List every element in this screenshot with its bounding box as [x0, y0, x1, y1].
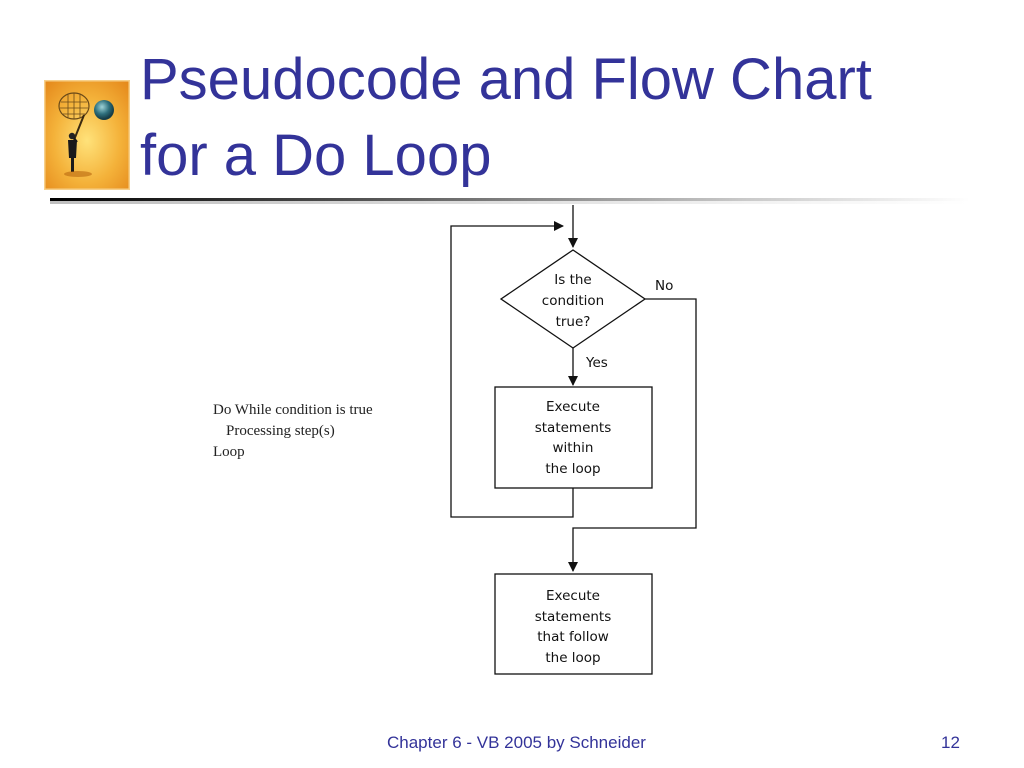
- slide-page-number: 12: [941, 733, 960, 752]
- no-label: No: [655, 278, 673, 294]
- pseudocode-line-loop: Loop: [213, 444, 245, 460]
- no-path: [568, 298, 697, 572]
- pseudocode-line-do-while: Do While condition is true: [213, 402, 373, 418]
- loop-back-path: [450, 221, 574, 518]
- slide-title: Pseudocode and Flow Chart for a Do Loop: [140, 42, 1000, 194]
- slide-title-line2: for a Do Loop: [140, 123, 492, 188]
- process-after-text-line3: that follow: [537, 629, 609, 645]
- process-after-text-line4: the loop: [545, 650, 600, 666]
- decision-text-line1: Is the: [554, 272, 591, 288]
- decision-text-line3: true?: [556, 314, 591, 330]
- process-loop-text-line2: statements: [535, 420, 612, 436]
- process-after-box: [494, 573, 653, 675]
- slide-footer: Chapter 6 - VB 2005 by Schneider: [387, 733, 646, 752]
- process-loop-text-line1: Execute: [546, 399, 600, 415]
- process-after-text-line2: statements: [535, 609, 612, 625]
- yes-label: Yes: [585, 355, 608, 371]
- decision-text-line2: condition: [542, 293, 604, 309]
- process-loop-text-line4: the loop: [545, 461, 600, 477]
- process-loop-text-line3: within: [553, 440, 594, 456]
- slide-title-line1: Pseudocode and Flow Chart: [140, 47, 872, 112]
- process-after-text-line1: Execute: [546, 588, 600, 604]
- title-divider: [50, 198, 970, 204]
- slide-logo-icon: [44, 80, 130, 190]
- process-loop-box: [494, 386, 653, 489]
- pseudocode-block: Do While condition is true Processing st…: [213, 400, 373, 463]
- pseudocode-line-processing: Processing step(s): [226, 423, 335, 439]
